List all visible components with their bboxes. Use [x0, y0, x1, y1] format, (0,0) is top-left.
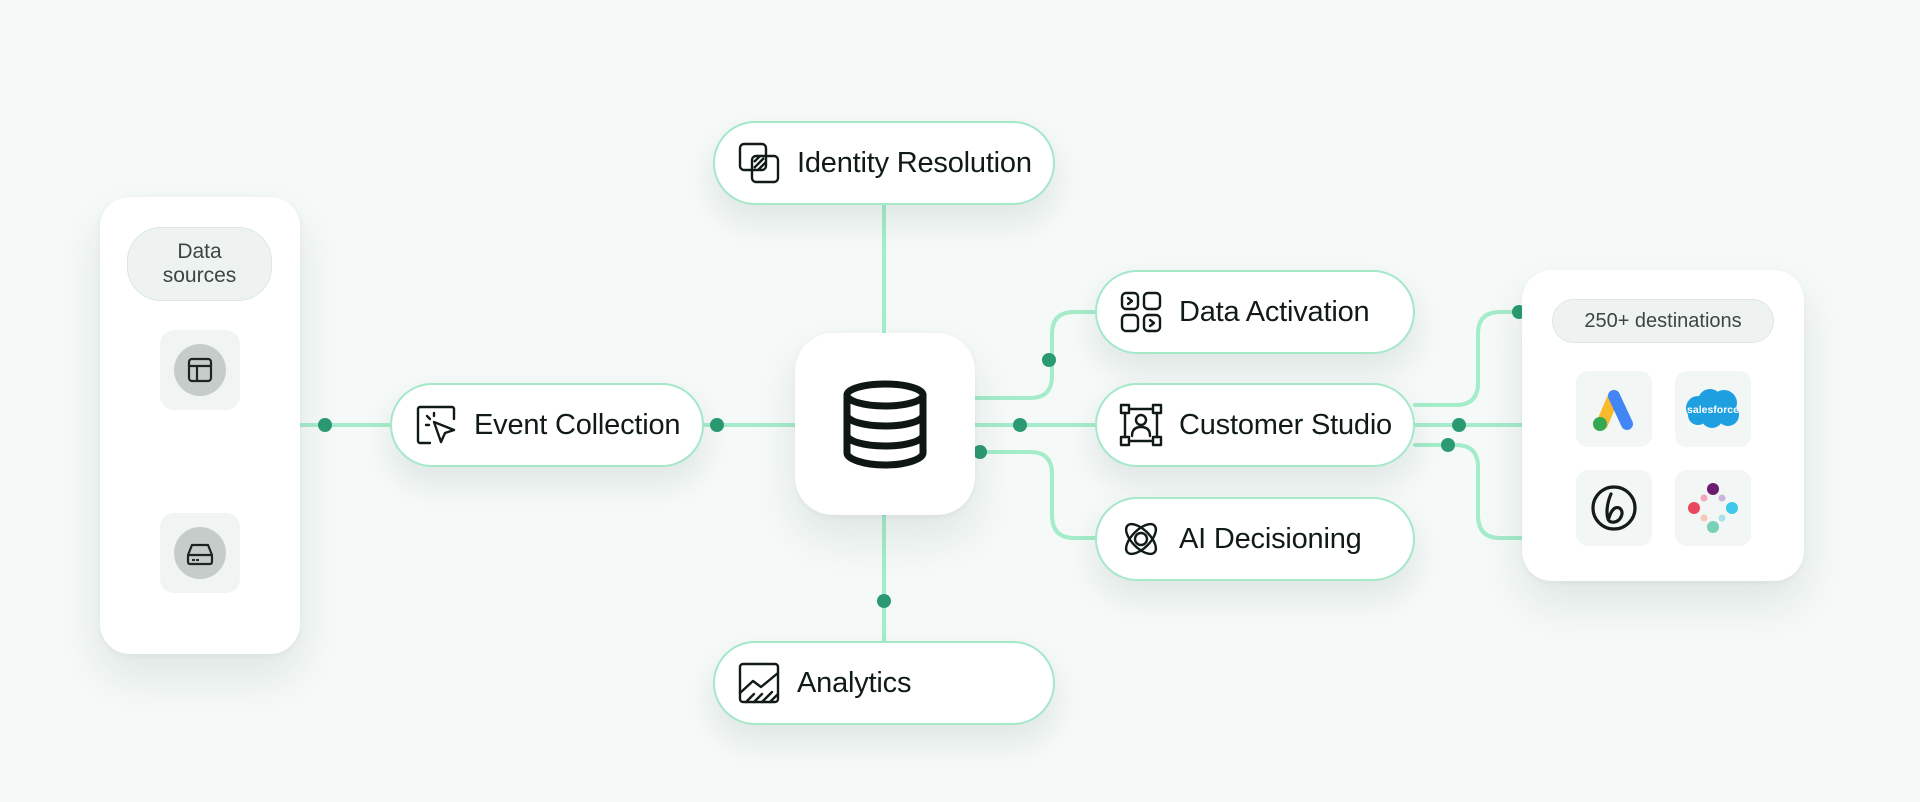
destination-tile[interactable] — [1675, 470, 1751, 546]
node-dot — [318, 418, 332, 432]
node-dot — [1013, 418, 1027, 432]
line-studio-to-dest-bottom — [1413, 443, 1524, 540]
data-sources-panel: Data sources — [100, 197, 300, 654]
ai-decisioning-node[interactable]: AI Decisioning — [1095, 497, 1415, 581]
analytics-label: Analytics — [797, 666, 912, 699]
person-frame-icon — [1119, 403, 1163, 447]
database-icon — [843, 380, 927, 469]
braze-logo — [1591, 485, 1637, 531]
overlapping-squares-icon — [738, 142, 780, 184]
data-sources-label: Data sources — [127, 227, 272, 301]
data-activation-node[interactable]: Data Activation — [1095, 270, 1415, 354]
node-dot — [1452, 418, 1466, 432]
area-chart-icon — [738, 662, 780, 704]
destinations-label: 250+ destinations — [1552, 299, 1774, 343]
ai-decisioning-label: AI Decisioning — [1179, 522, 1362, 555]
app-grid-arrows-icon — [1120, 291, 1162, 333]
customer-studio-label: Customer Studio — [1179, 408, 1392, 441]
analytics-node[interactable]: Analytics — [713, 641, 1055, 725]
node-dot — [1042, 353, 1056, 367]
customer-studio-node[interactable]: Customer Studio — [1095, 383, 1415, 467]
line-studio-to-dest-top — [1413, 310, 1524, 407]
node-dot — [973, 445, 987, 459]
destinations-panel: 250+ destinations salesforce — [1522, 270, 1804, 581]
destination-tile[interactable] — [1576, 470, 1652, 546]
storage-drive-icon — [186, 543, 214, 566]
segment-dots-logo — [1688, 483, 1738, 533]
event-collection-label: Event Collection — [474, 408, 681, 441]
line-hub-to-decisioning — [973, 450, 1097, 540]
identity-resolution-label: Identity Resolution — [797, 146, 1032, 179]
destination-tile[interactable] — [1576, 371, 1652, 447]
identity-resolution-node[interactable]: Identity Resolution — [713, 121, 1055, 205]
data-source-tile[interactable] — [160, 330, 240, 410]
salesforce-logo: salesforce — [1686, 389, 1739, 428]
node-dot — [1441, 438, 1455, 452]
data-activation-label: Data Activation — [1179, 295, 1370, 328]
node-dot — [710, 418, 724, 432]
event-collection-node[interactable]: Event Collection — [390, 383, 704, 467]
node-dot — [877, 594, 891, 608]
database-hub[interactable] — [795, 333, 975, 515]
atom-orbit-icon — [1124, 522, 1158, 556]
google-ads-logo — [1593, 390, 1633, 431]
svg-text:salesforce: salesforce — [1687, 404, 1739, 416]
layout-panel-icon — [187, 357, 213, 383]
cursor-click-icon — [416, 405, 456, 445]
line-hub-to-activation — [973, 310, 1097, 400]
destination-tile[interactable]: salesforce — [1675, 371, 1751, 447]
data-source-tile[interactable] — [160, 513, 240, 593]
